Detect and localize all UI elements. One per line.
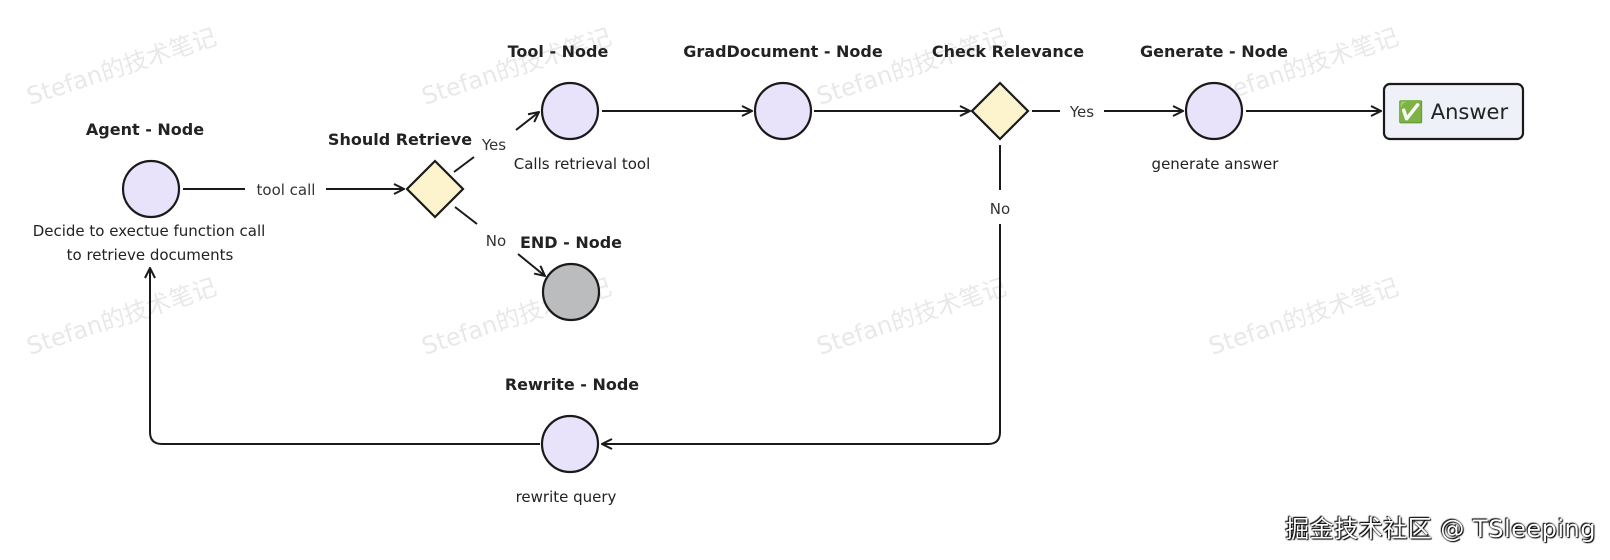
edge-label-retrieve-no: No (486, 232, 506, 250)
check-relevance-diamond[interactable] (970, 81, 1030, 141)
edge-no-to-end (517, 253, 545, 276)
rewrite-node-circle[interactable] (540, 414, 600, 474)
watermark: Stefan的技术笔记 (813, 23, 1010, 111)
grad-document-node-title: GradDocument - Node (683, 42, 883, 61)
generate-node-note: generate answer (1152, 155, 1280, 173)
tool-node-circle[interactable] (540, 81, 600, 141)
edge-should-retrieve-to-yes (453, 156, 475, 173)
end-node-title: END - Node (520, 233, 622, 252)
agent-node-note-line2: to retrieve documents (67, 246, 234, 264)
end-node-circle[interactable] (541, 262, 601, 322)
should-retrieve-decision[interactable]: Should Retrieve (328, 130, 472, 219)
generate-node-title: Generate - Node (1140, 42, 1288, 61)
agent-node-title: Agent - Node (86, 120, 204, 139)
tool-node[interactable]: Tool - Node Calls retrieval tool (508, 42, 651, 173)
watermark: Stefan的技术笔记 (23, 23, 220, 111)
watermark: Stefan的技术笔记 (1205, 273, 1402, 361)
answer-box[interactable]: ✅ Answer (1382, 82, 1525, 141)
generate-node-circle[interactable] (1184, 81, 1244, 141)
watermark: Stefan的技术笔记 (23, 273, 220, 361)
tool-node-title: Tool - Node (508, 42, 609, 61)
check-relevance-title: Check Relevance (932, 42, 1084, 61)
watermark: Stefan的技术笔记 (813, 273, 1010, 361)
grad-document-node-circle[interactable] (753, 81, 813, 141)
edge-label-tool-call: tool call (257, 181, 316, 199)
tool-node-note: Calls retrieval tool (514, 155, 651, 173)
agent-node-note-line1: Decide to exectue function call (33, 222, 266, 240)
rewrite-node-title: Rewrite - Node (505, 375, 639, 394)
edge-label-retrieve-yes: Yes (481, 136, 506, 154)
edge-no-to-rewrite (602, 224, 1001, 444)
grad-document-node[interactable]: GradDocument - Node (683, 42, 883, 141)
footer-credit: 掘金技术社区 @ TSleeping (1285, 515, 1596, 543)
edge-should-retrieve-to-no (454, 206, 478, 225)
watermark-group: Stefan的技术笔记 Stefan的技术笔记 Stefan的技术笔记 Stef… (23, 23, 1402, 361)
generate-node[interactable]: Generate - Node generate answer (1140, 42, 1288, 173)
should-retrieve-title: Should Retrieve (328, 130, 472, 149)
agent-node-circle[interactable] (121, 159, 181, 219)
edge-rewrite-to-agent (150, 268, 540, 445)
agent-node[interactable]: Agent - Node Decide to exectue function … (33, 120, 266, 264)
rewrite-node[interactable]: Rewrite - Node rewrite query (505, 375, 639, 506)
answer-box-label: ✅ Answer (1398, 99, 1509, 124)
edge-yes-to-tool (515, 112, 539, 131)
edges (150, 111, 1381, 444)
should-retrieve-diamond[interactable] (405, 159, 465, 219)
rewrite-node-note: rewrite query (516, 488, 617, 506)
edge-label-relevance-yes: Yes (1069, 103, 1094, 121)
edge-label-relevance-no: No (990, 200, 1010, 218)
answer-box-rect[interactable] (1382, 82, 1525, 141)
check-relevance-decision[interactable]: Check Relevance (932, 42, 1084, 141)
end-node[interactable]: END - Node (520, 233, 622, 322)
